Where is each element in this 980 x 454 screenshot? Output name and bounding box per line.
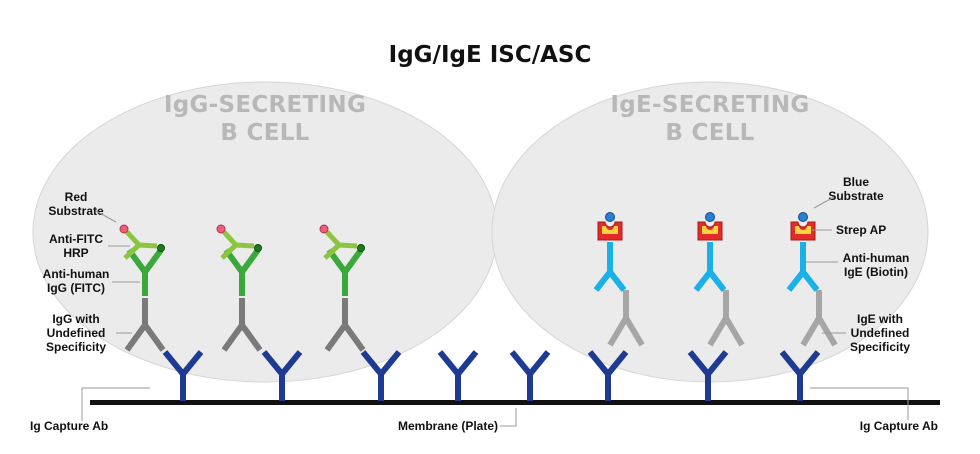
ige-cell-title-line2: B CELL bbox=[665, 120, 754, 146]
igg-cell-title-line2: B CELL bbox=[220, 120, 309, 146]
leader-capture-left bbox=[81, 387, 150, 421]
capture-antibody bbox=[687, 350, 729, 401]
label-igg-undefined-1: IgG with bbox=[52, 312, 99, 326]
strep-ap-inner bbox=[795, 226, 811, 234]
label-anti-ige-1: Anti-human bbox=[843, 251, 910, 265]
label-ig-capture-left: Ig Capture Ab bbox=[30, 419, 108, 433]
label-anti-ige-2: IgE (Biotin) bbox=[844, 265, 908, 279]
leader-blue-substrate bbox=[813, 196, 835, 209]
anti-fitc-hrp bbox=[323, 230, 358, 260]
label-red-substrate-1: Red bbox=[65, 190, 88, 204]
capture-antibody bbox=[360, 350, 402, 401]
membrane bbox=[90, 400, 940, 405]
ige-cell-title-line1: IgE-SECRETING bbox=[610, 92, 809, 118]
fitc-dot bbox=[254, 244, 262, 252]
igg-undefined-antibody bbox=[324, 298, 366, 352]
capture-antibody bbox=[261, 350, 303, 401]
capture-antibody bbox=[437, 350, 479, 401]
label-anti-fitc-2: HRP bbox=[63, 246, 88, 260]
red-substrate-dot bbox=[319, 224, 329, 234]
igg-undefined-antibody bbox=[124, 298, 166, 352]
capture-antibody bbox=[162, 350, 204, 401]
ige-complexes bbox=[593, 212, 838, 347]
red-substrate-dot bbox=[216, 224, 226, 234]
capture-antibody bbox=[587, 350, 629, 401]
ige-undefined-antibody bbox=[800, 290, 838, 347]
label-blue-substrate-2: Substrate bbox=[828, 189, 884, 203]
fitc-dot bbox=[357, 244, 365, 252]
anti-fitc-hrp bbox=[123, 230, 158, 260]
fitc-dot bbox=[157, 244, 165, 252]
ige-undefined-antibody bbox=[607, 290, 645, 347]
strep-ap-inner bbox=[602, 226, 618, 234]
label-ige-undefined-1: IgE with bbox=[857, 312, 903, 326]
blue-substrate-dot bbox=[705, 212, 715, 222]
label-igg-undefined-3: Specificity bbox=[46, 340, 106, 354]
label-red-substrate-2: Substrate bbox=[48, 204, 104, 218]
anti-human-igg-antibody bbox=[126, 248, 164, 296]
capture-antibodies bbox=[162, 350, 821, 401]
label-anti-igg-1: Anti-human bbox=[43, 267, 110, 281]
label-ig-capture-right: Ig Capture Ab bbox=[860, 419, 938, 433]
ige-undefined-antibody bbox=[707, 290, 745, 347]
anti-human-igg-antibody bbox=[326, 248, 364, 296]
blue-substrate-dot bbox=[798, 212, 808, 222]
capture-antibody bbox=[779, 350, 821, 401]
label-igg-undefined-2: Undefined bbox=[47, 326, 106, 340]
label-ige-undefined-2: Undefined bbox=[851, 326, 910, 340]
leader-membrane bbox=[500, 408, 517, 427]
label-anti-fitc-1: Anti-FITC bbox=[49, 232, 103, 246]
blue-substrate-dot bbox=[605, 212, 615, 222]
capture-antibody bbox=[509, 350, 551, 401]
label-anti-igg-2: IgG (FITC) bbox=[47, 281, 105, 295]
label-strep-ap: Strep AP bbox=[836, 223, 886, 237]
label-blue-substrate-1: Blue bbox=[843, 175, 869, 189]
anti-human-ige-antibody bbox=[786, 242, 820, 292]
leader-red-substrate bbox=[95, 210, 117, 223]
anti-human-ige-antibody bbox=[593, 242, 627, 292]
anti-fitc-hrp bbox=[220, 230, 255, 260]
label-ige-undefined-3: Specificity bbox=[850, 340, 910, 354]
red-substrate-dot bbox=[119, 224, 129, 234]
label-membrane: Membrane (Plate) bbox=[398, 419, 498, 433]
igg-undefined-antibody bbox=[221, 298, 263, 352]
strep-ap-inner bbox=[702, 226, 718, 234]
anti-human-ige-antibody bbox=[693, 242, 727, 292]
diagram-title: IgG/IgE ISC/ASC bbox=[389, 42, 592, 68]
anti-human-igg-antibody bbox=[223, 248, 261, 296]
leader-capture-right bbox=[810, 387, 909, 420]
igg-complexes bbox=[119, 224, 366, 352]
igg-cell-title-line1: IgG-SECRETING bbox=[164, 92, 366, 118]
